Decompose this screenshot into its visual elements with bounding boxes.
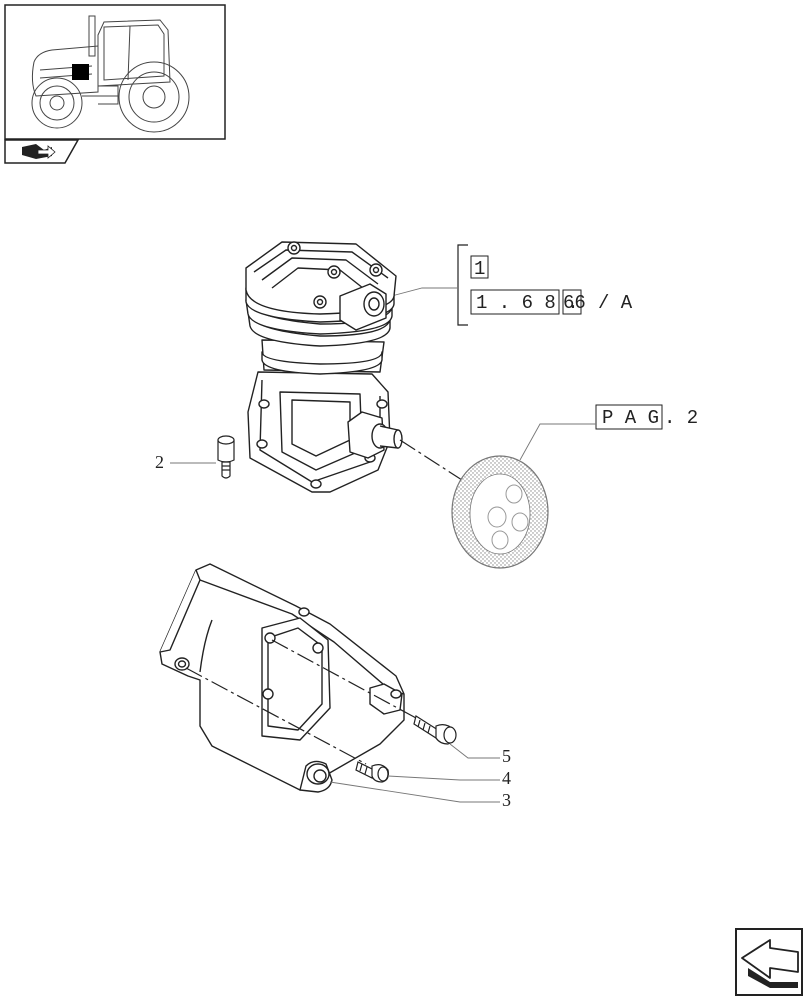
sheet-number-box (470, 255, 489, 279)
bolt-item-2 (217, 435, 235, 479)
section-code-suffix: / A (598, 292, 633, 314)
bolt-item-4 (355, 761, 389, 783)
callout-5[interactable]: 5 (502, 746, 511, 766)
next-page-arrow-icon (741, 939, 799, 988)
page-reference-box (595, 404, 663, 430)
air-compressor (245, 241, 403, 493)
page-reference-suffix: . 2 (664, 407, 698, 429)
center-line-lower (185, 667, 367, 765)
page-reference[interactable]: P A G . 2 (595, 404, 698, 430)
section-code-main[interactable]: 1 . 6 8 . (476, 292, 579, 314)
leader-3 (329, 781, 500, 803)
leader-pulley (519, 423, 596, 461)
tractor-thumbnail-icon (31, 15, 190, 133)
book-arrow-icon (22, 144, 56, 159)
mounting-bracket (159, 563, 405, 793)
callout-2[interactable]: 2 (155, 452, 164, 472)
reference-block: 1 1 . 6 8 . 66 / A (457, 244, 633, 326)
callout-4[interactable]: 4 (502, 768, 511, 788)
leader-compressor (383, 287, 458, 299)
next-page-button[interactable] (735, 928, 803, 996)
section-tab[interactable] (4, 139, 80, 164)
section-sub-box (562, 289, 582, 315)
leader-4 (387, 775, 500, 781)
section-code-sub[interactable]: 66 (563, 292, 586, 314)
center-line-upper (271, 639, 417, 719)
callout-3[interactable]: 3 (502, 790, 511, 810)
location-marker (72, 64, 89, 80)
tractor-thumbnail (4, 4, 226, 140)
center-line-shaft (399, 439, 463, 481)
leader-5 (449, 743, 500, 759)
bolt-item-5 (413, 715, 457, 745)
page-reference-prefix[interactable]: P A G (602, 407, 659, 429)
sheet-number: 1 (474, 258, 485, 280)
section-code-box (470, 289, 560, 315)
pulley (451, 455, 549, 569)
